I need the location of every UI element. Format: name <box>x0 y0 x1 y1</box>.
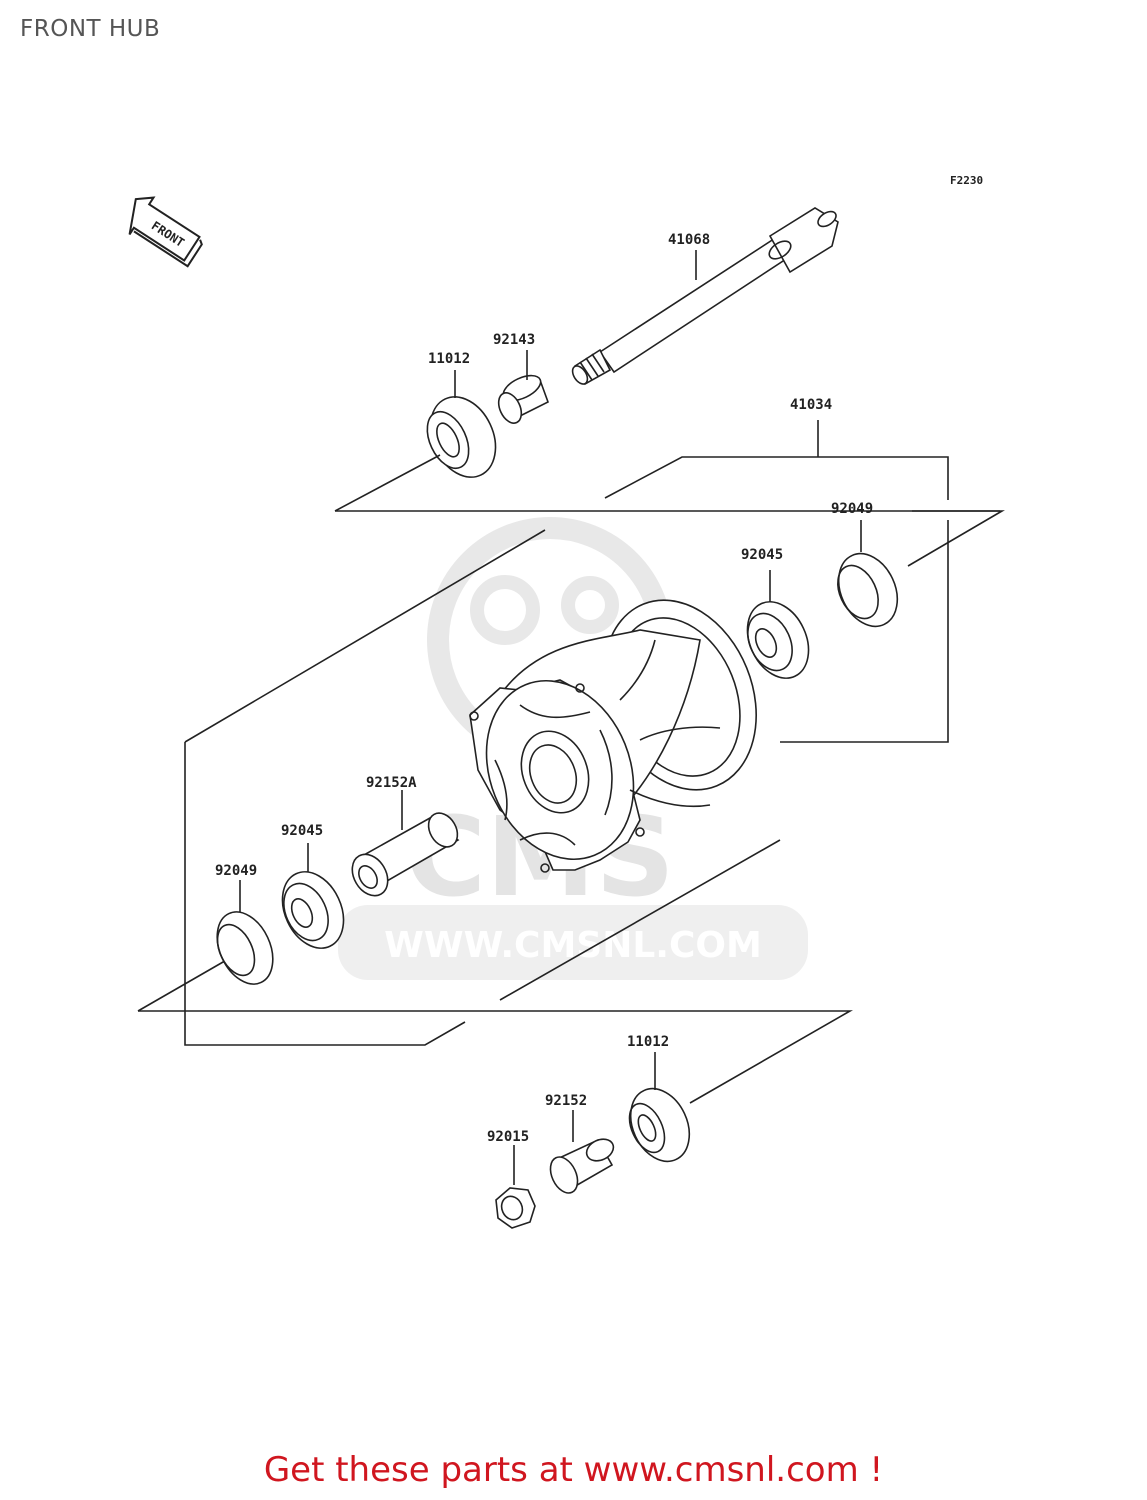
collar-92152 <box>549 1110 615 1194</box>
bearing-92045-right <box>746 570 810 679</box>
page-title: FRONT HUB <box>20 16 161 42</box>
figure-code: F2230 <box>950 174 983 187</box>
label-92152: 92152 <box>545 1093 587 1109</box>
label-92015: 92015 <box>487 1129 529 1145</box>
exploded-parts-diagram: CMS WWW.CMSNL.COM F2230 FRONT <box>128 174 1005 1229</box>
label-41068: 41068 <box>668 232 710 248</box>
label-11012-top: 11012 <box>428 351 470 367</box>
collar-92143 <box>497 350 549 424</box>
label-11012-bottom: 11012 <box>627 1034 669 1050</box>
watermark-url: WWW.CMSNL.COM <box>384 925 762 966</box>
promo-link[interactable]: Get these parts at www.cmsnl.com ! <box>263 1450 884 1490</box>
label-92045-right: 92045 <box>741 547 783 563</box>
oil-seal-92049-left <box>216 880 274 985</box>
label-92049-left: 92049 <box>215 863 257 879</box>
axle-41068 <box>571 207 839 386</box>
front-direction-icon: FRONT <box>128 196 203 268</box>
part-labels: 41068 92143 11012 41034 92049 92045 9215… <box>215 232 873 1145</box>
oil-seal-92049-right <box>837 520 899 628</box>
label-92143: 92143 <box>493 332 535 348</box>
assembly-lines <box>137 420 1005 1104</box>
label-41034: 41034 <box>790 397 832 413</box>
bearing-92045-left <box>281 843 345 949</box>
collar-92152A <box>351 790 460 897</box>
label-92045-left: 92045 <box>281 823 323 839</box>
label-92049-right: 92049 <box>831 501 873 517</box>
oil-seal-11012-top <box>426 370 497 478</box>
wheel-hub-41034 <box>469 599 757 873</box>
nut-92015 <box>495 1145 536 1229</box>
oil-seal-11012-bottom <box>628 1052 691 1163</box>
label-92152A: 92152A <box>366 775 417 791</box>
